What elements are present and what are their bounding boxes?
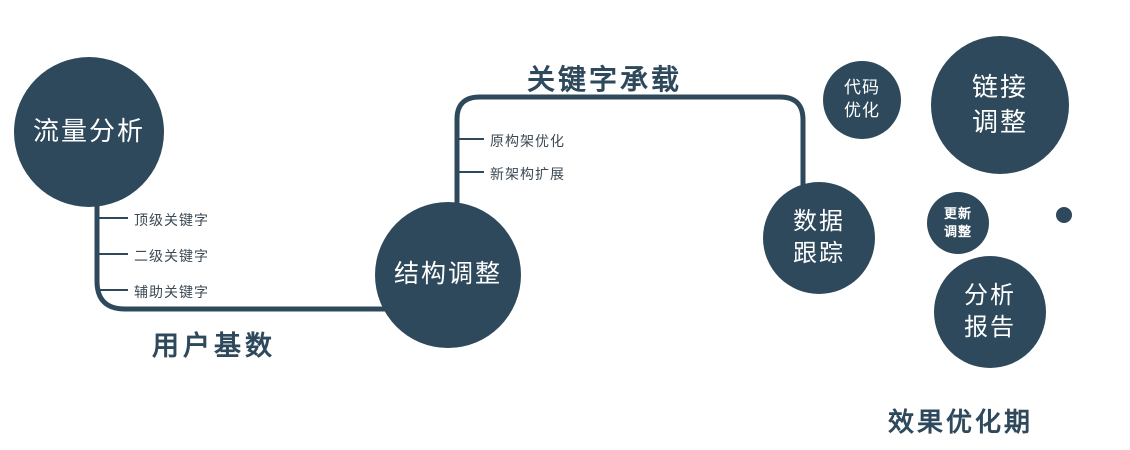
- node-analysis-report: 分析 报告: [934, 256, 1046, 368]
- phase-label-effect-optimization: 效果优化期: [888, 407, 1034, 437]
- node-structure-adjustment: 结构调整: [375, 202, 521, 348]
- node-link-adjustment-line1: 链接: [971, 71, 1028, 102]
- node-traffic-analysis: 流量分析: [14, 57, 164, 207]
- node-update-adjustment: 更新 调整: [927, 192, 989, 254]
- node-update-adjustment-line2: 调整: [943, 224, 972, 239]
- node-code-optimization-line1: 代码: [844, 78, 880, 98]
- node-data-tracking-line2: 跟踪: [793, 240, 845, 267]
- branch-auxiliary-keywords: 辅助关键字: [134, 284, 209, 300]
- node-structure-adjustment-label: 结构调整: [393, 260, 502, 289]
- node-traffic-analysis-label: 流量分析: [32, 116, 145, 147]
- edge-keyword-carry-line: [454, 94, 806, 212]
- small-dot-marker: [1056, 207, 1072, 223]
- edge-label-keyword-carry: 关键字承载: [527, 64, 683, 95]
- branch-second-level-keywords: 二级关键字: [134, 248, 209, 264]
- node-analysis-report-line1: 分析: [964, 281, 1016, 309]
- node-data-tracking-line1: 数据: [793, 207, 845, 235]
- edge-label-user-base: 用户基数: [152, 331, 276, 361]
- branch-original-architecture-optimization: 原构架优化: [490, 133, 565, 149]
- node-update-adjustment-line1: 更新: [943, 206, 972, 222]
- node-analysis-report-line2: 报告: [964, 314, 1016, 341]
- node-code-optimization-line2: 优化: [844, 101, 880, 120]
- node-link-adjustment-line2: 调整: [971, 107, 1028, 137]
- branch-top-level-keywords: 顶级关键字: [134, 212, 209, 228]
- edge-user-base-line: [94, 190, 392, 312]
- node-link-adjustment: 链接 调整: [931, 36, 1069, 174]
- branch-new-architecture-expansion: 新架构扩展: [490, 166, 565, 182]
- node-code-optimization: 代码 优化: [823, 61, 901, 139]
- node-data-tracking: 数据 跟踪: [763, 182, 875, 294]
